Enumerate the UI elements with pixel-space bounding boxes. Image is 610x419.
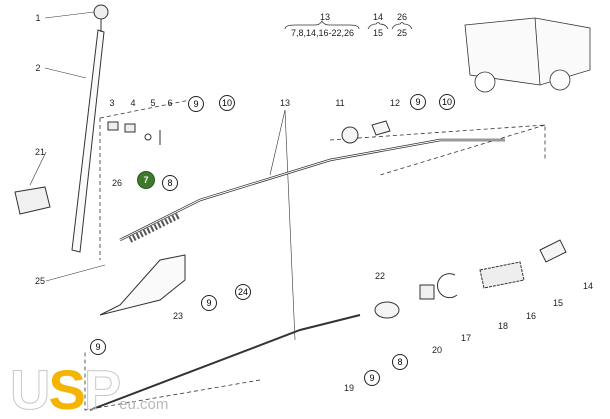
callout-part-number: 8 — [392, 354, 408, 370]
callout-part-number: 23 — [172, 311, 184, 321]
legend-bottom: 15 — [372, 28, 383, 38]
vehicle-thumbnail — [464, 17, 591, 93]
logo-suffix: eu.com — [119, 396, 169, 413]
callout-part-number: 11 — [335, 98, 345, 108]
logo-letter: S — [48, 358, 85, 419]
grommet — [14, 186, 51, 215]
callout-part-number: 9 — [90, 339, 106, 355]
callout-part-number: 2 — [35, 63, 41, 73]
usp-watermark-logo: USPeu.com — [9, 361, 169, 418]
callout-part-number: 14 — [582, 281, 594, 291]
callout-part-number: 24 — [235, 284, 251, 300]
callout-part-number: 25 — [34, 276, 46, 286]
inner-cable — [89, 314, 361, 411]
legend-top: 14 — [372, 12, 383, 22]
legend-top: 26 — [396, 12, 407, 22]
callout-part-number: 21 — [34, 147, 46, 157]
callout-part-number: 19 — [343, 383, 355, 393]
callout-part-number: 12 — [389, 98, 401, 108]
callout-part-number: 18 — [497, 321, 509, 331]
callout-part-number: 10 — [219, 95, 235, 111]
callout-part-number: 9 — [188, 96, 204, 112]
callout-part-number: 8 — [162, 175, 178, 191]
legend-group-13: 13 — [300, 12, 350, 22]
callout-part-number: 5 — [150, 98, 156, 108]
legend-group-14: 14 15 — [366, 12, 390, 38]
callout-part-number: 26 — [111, 178, 123, 188]
callout-part-number: 13 — [279, 98, 291, 108]
callout-part-number: 10 — [439, 94, 455, 110]
legend-bottom: 7,8,14,16-22,26 — [290, 28, 355, 38]
cable-boot — [128, 212, 182, 243]
callout-part-number: 15 — [552, 298, 564, 308]
callout-part-number: 9 — [201, 295, 217, 311]
legend-bottom: 25 — [396, 28, 407, 38]
callout-part-number: 17 — [460, 333, 472, 343]
legend-group-26: 26 25 — [390, 12, 414, 38]
logo-letter: P — [83, 358, 121, 419]
legend-group-13-items: 7,8,14,16-22,26 — [285, 28, 360, 38]
logo-letter: U — [9, 358, 50, 419]
callout-part-number: 20 — [431, 345, 443, 355]
callout-part-number: 22 — [374, 271, 386, 281]
callout-part-number: 1 — [35, 13, 41, 23]
callout-part-number: 6 — [167, 98, 173, 108]
callout-part-number: 9 — [364, 370, 380, 386]
callout-part-number: 3 — [109, 98, 115, 108]
callout-part-number: 4 — [130, 98, 136, 108]
gear-lever — [71, 29, 105, 253]
callout-highlighted-part[interactable]: 7 — [137, 171, 155, 189]
callout-part-number: 16 — [525, 311, 537, 321]
bracket — [99, 254, 186, 316]
gear-cable — [119, 138, 505, 242]
gear-knob — [93, 4, 109, 20]
legend-top: 13 — [319, 12, 330, 22]
callout-part-number: 9 — [410, 94, 426, 110]
